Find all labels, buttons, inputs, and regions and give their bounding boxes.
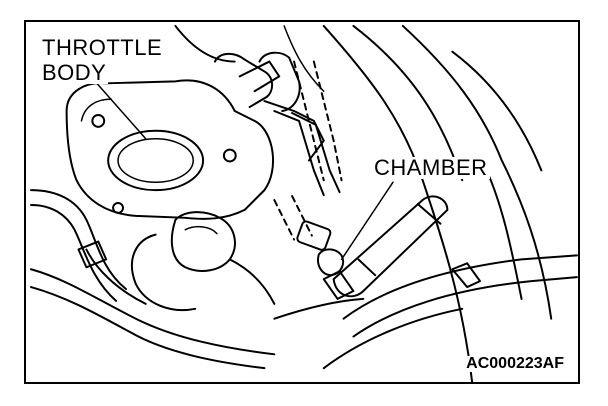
connector-body [170, 211, 236, 272]
hose-fitting [317, 248, 345, 277]
throttle-linkage [238, 60, 281, 93]
figure-code: AC000223AF [464, 355, 566, 372]
left-pipe [30, 189, 127, 291]
wire-harness [322, 307, 464, 370]
mounting-bolt [222, 148, 237, 163]
label-chamber: CHAMBER [372, 155, 490, 180]
vacuum-hose-hidden [273, 199, 296, 241]
connector-cable [228, 258, 276, 305]
chamber-canister [332, 195, 449, 298]
connector-detail [184, 225, 218, 235]
background-line [283, 25, 325, 92]
left-pipe [30, 286, 266, 370]
throttle-linkage [213, 52, 274, 109]
throttle-body-casting [65, 79, 275, 220]
vacuum-hose-hidden [293, 60, 325, 182]
hose-clamp [77, 240, 108, 269]
throttle-body-inner-edge [80, 98, 112, 122]
label-throttle-line1: THROTTLE [40, 35, 165, 60]
vacuum-hose [273, 110, 325, 197]
engine-illustration [30, 24, 578, 382]
label-throttle-line2: BODY [40, 60, 109, 85]
wire-harness [342, 254, 578, 320]
throttle-bore-inner [117, 137, 194, 183]
background-line [322, 24, 474, 382]
mounting-bolt [112, 202, 124, 214]
vacuum-hose-hidden [291, 195, 313, 237]
wire-harness [352, 276, 578, 338]
sensor-body [258, 51, 301, 113]
chamber-nipple [322, 270, 355, 300]
left-pipe [30, 268, 276, 356]
background-line [174, 24, 236, 63]
chamber-canister-band [357, 258, 377, 277]
vacuum-hose-hidden [312, 60, 343, 182]
connector-cable [131, 233, 197, 311]
diagram-frame: THROTTLE BODY CHAMBER AC000223AF [24, 20, 580, 384]
wire-harness [273, 297, 365, 320]
chamber-canister-band [416, 202, 442, 225]
background-line [451, 50, 543, 172]
wire-harness [451, 262, 482, 289]
left-pipe [30, 203, 118, 302]
background-line [481, 159, 523, 300]
throttle-linkage [263, 100, 325, 162]
throttle-bore [107, 129, 205, 192]
mounting-bolt [91, 113, 106, 128]
left-pipe [85, 248, 147, 305]
leader-chamber [340, 181, 394, 261]
hose-fitting [296, 220, 332, 251]
vacuum-hose [291, 112, 341, 194]
